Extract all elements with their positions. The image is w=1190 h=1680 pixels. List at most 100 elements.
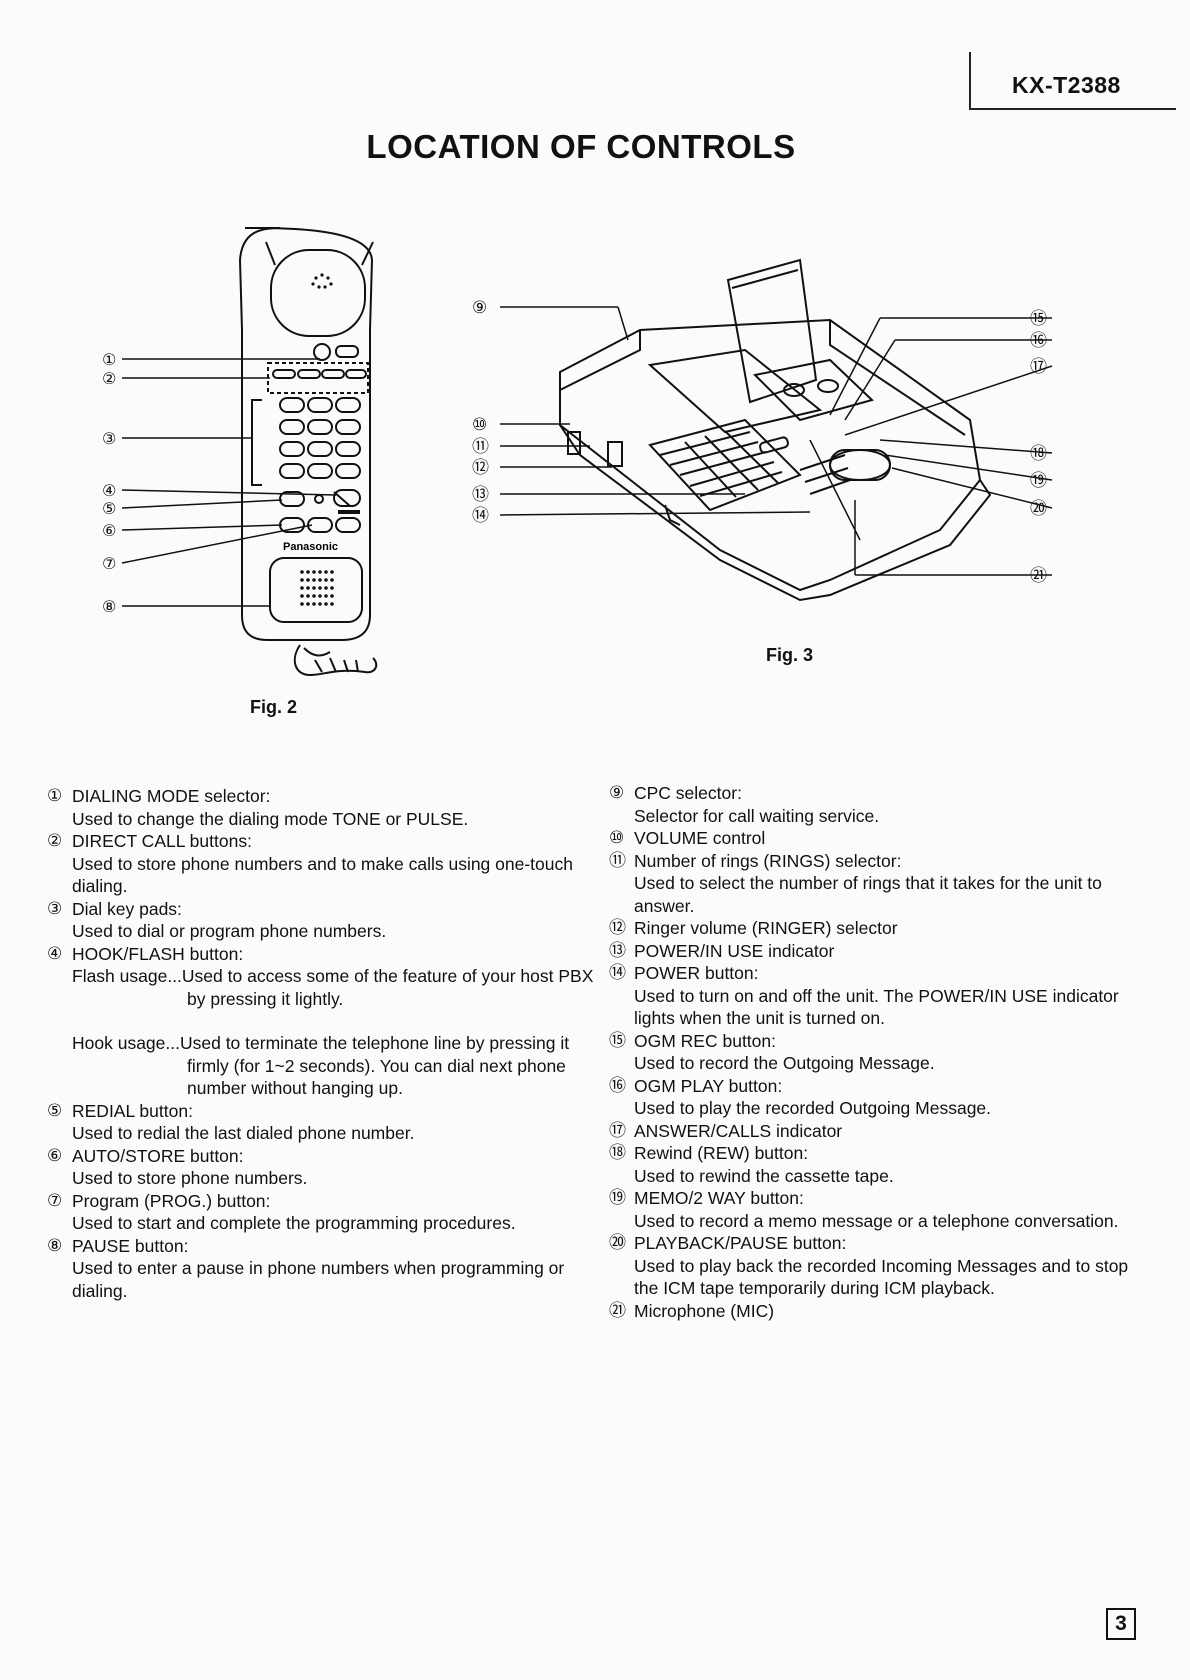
page-number: 3 [1106,1608,1136,1640]
list-item: ⑤ REDIAL button: Used to redial the last … [47,1100,607,1145]
callout-11: ⑪ [472,437,489,457]
item-number: ⑤ [47,1100,63,1120]
list-item: ⑮ OGM REC button: Used to record the Outg… [609,1030,1184,1075]
list-item: ⑧ PAUSE button: Used to enter a pause in … [47,1235,607,1303]
callout-3: ③ [102,429,116,448]
item-label: HOOK/FLASH button: [72,943,244,964]
item-desc: Used to play the recorded Outgoing Messa… [634,1098,992,1118]
hook-usage-text: firmly (for 1~2 seconds). You can dial n… [187,1055,566,1076]
item-label: PAUSE button: [72,1235,189,1256]
item-number: ⑯ [609,1075,626,1095]
callout-5: ⑤ [102,499,116,518]
list-item: ⑲ MEMO/2 WAY button: Used to record a mem… [609,1187,1184,1232]
hook-usage-text: Hook usage...Used to terminate the telep… [72,1033,570,1053]
item-label: MEMO/2 WAY button: [634,1188,804,1208]
handset-illustration: Panasonic ① ② ③ ④ ⑤ ⑥ ⑦ ⑧ [102,227,378,677]
item-desc: Used to change the dialing mode TONE or … [72,808,469,829]
flash-usage-text: by pressing it lightly. [187,988,344,1009]
item-label: OGM PLAY button: [634,1075,783,1096]
item-desc: Used to record a memo message or a telep… [634,1210,1119,1231]
item-label: Rewind (REW) button: [634,1143,809,1163]
callout-13: ⑬ [472,485,489,505]
callout-6: ⑥ [102,521,116,540]
item-number: ⑮ [609,1030,626,1050]
callout-21: ㉑ [1030,566,1047,586]
item-label: ANSWER/CALLS indicator [634,1120,843,1141]
item-desc: Used to start and complete the programmi… [72,1213,516,1233]
item-number: ② [47,831,63,850]
item-desc: answer. [634,895,695,916]
callout-17: ⑰ [1030,357,1047,377]
item-number: ⑳ [609,1233,626,1252]
item-desc: Used to dial or program phone numbers. [72,921,387,941]
handset-brand: Panasonic [283,541,338,553]
item-number: ⑱ [609,1143,626,1162]
item-desc: dialing. [72,1280,128,1301]
item-label: CPC selector: [634,783,742,803]
hook-usage-text: number without hanging up. [187,1078,403,1098]
item-label: Number of rings (RINGS) selector: [634,850,902,871]
item-number: ㉑ [609,1300,626,1320]
item-desc: lights when the unit is turned on. [634,1008,885,1028]
item-number: ④ [47,943,63,963]
item-label: AUTO/STORE button: [72,1145,244,1166]
callout-1: ① [102,350,116,369]
callout-4: ④ [102,481,116,500]
item-desc: Used to record the Outgoing Message. [634,1053,935,1073]
list-item: ⑱ Rewind (REW) button: Used to rewind the… [609,1142,1184,1187]
item-desc: Used to enter a pause in phone numbers w… [72,1258,565,1278]
callout-19: ⑲ [1030,471,1047,491]
item-label: VOLUME control [634,828,766,848]
callout-18: ⑱ [1030,444,1047,464]
item-number: ⑩ [609,828,625,847]
flash-usage-text: Flash usage...Used to access some of the… [72,966,594,986]
callout-2: ② [102,369,116,388]
fig3-caption: Fig. 3 [766,645,814,665]
item-label: Microphone (MIC) [634,1300,775,1321]
item-label: POWER button: [634,963,759,983]
item-desc: Used to rewind the cassette tape. [634,1165,894,1186]
list-item: ㉑ Microphone (MIC) [609,1300,1184,1323]
list-item: ④ HOOK/FLASH button: Flash usage...Used t… [47,943,607,1100]
list-item: ⑳ PLAYBACK/PAUSE button: Used to play bac… [609,1232,1184,1300]
model-box [969,52,1176,110]
callout-9: ⑨ [472,298,487,318]
item-desc: dialing. [72,876,128,896]
item-label: PLAYBACK/PAUSE button: [634,1233,847,1253]
fig2-caption: Fig. 2 [250,697,298,717]
item-label: REDIAL button: [72,1100,193,1121]
item-desc: Used to play back the recorded Incoming … [634,1255,1129,1276]
list-item: ⑯ OGM PLAY button: Used to play the recor… [609,1075,1184,1120]
page-title: LOCATION OF CONTROLS [366,128,796,165]
item-number: ⑲ [609,1188,626,1207]
base-unit-illustration: ⑨ ⑩ ⑪ ⑫ ⑬ ⑭ ⑮ ⑯ ⑰ ⑱ ⑲ ⑳ ㉑ [472,258,1053,602]
item-label: DIALING MODE selector: [72,786,271,806]
item-number: ⑦ [47,1190,63,1210]
item-number: ⑧ [47,1235,63,1255]
callout-12: ⑫ [472,458,489,478]
item-desc: Used to store phone numbers and to make … [72,853,573,874]
item-desc: Used to store phone numbers. [72,1168,308,1188]
item-desc: Selector for call waiting service. [634,805,880,826]
item-number: ⑫ [609,918,626,937]
item-desc: the ICM tape temporarily during ICM play… [634,1278,995,1298]
item-number: ⑥ [47,1145,63,1165]
item-number: ⑪ [609,850,626,870]
item-desc: Used to redial the last dialed phone num… [72,1123,415,1143]
callout-8: ⑧ [102,597,116,616]
callout-20: ⑳ [1030,499,1047,519]
item-label: OGM REC button: [634,1030,776,1051]
callout-15: ⑮ [1030,309,1047,329]
callout-14: ⑭ [472,506,489,526]
callout-10: ⑩ [472,415,487,435]
item-number: ① [47,786,63,805]
